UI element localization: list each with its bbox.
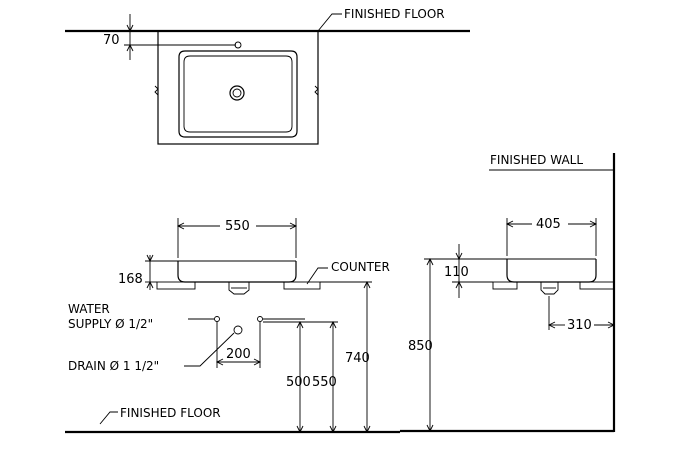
plan-drain-inner bbox=[232, 88, 242, 98]
finished-floor-top-label: FINISHED FLOOR bbox=[344, 7, 445, 21]
supply-point-left bbox=[214, 316, 220, 322]
finished-floor-bottom-leader bbox=[99, 411, 118, 425]
drain-label: DRAIN Ø 1 1/2" bbox=[68, 359, 159, 373]
plan-break-right bbox=[314, 85, 319, 96]
counter-label: COUNTER bbox=[331, 260, 390, 274]
dim-side-width: 405 bbox=[536, 217, 561, 232]
side-drain-waste bbox=[540, 282, 559, 295]
finished-floor-bottom-label: FINISHED FLOOR bbox=[120, 406, 221, 420]
water-supply-label-1: WATER bbox=[68, 302, 110, 316]
side-counter-left bbox=[492, 281, 518, 290]
dim-basin-width: 550 bbox=[225, 219, 250, 234]
side-basin-body bbox=[506, 259, 597, 283]
plan-break-left bbox=[154, 85, 159, 96]
dim-basin-height: 168 bbox=[118, 272, 143, 287]
water-supply-label-2: SUPPLY Ø 1/2" bbox=[68, 317, 153, 331]
dim-supply-height: 500 bbox=[286, 375, 311, 390]
front-counter-left bbox=[156, 281, 196, 290]
front-counter-right bbox=[283, 281, 321, 290]
plan-basin-inner bbox=[183, 55, 293, 133]
dim-overall-height: 850 bbox=[408, 339, 433, 354]
supply-point-right bbox=[257, 316, 263, 322]
plan-view: FINISHED FLOOR 70 bbox=[65, 7, 470, 145]
plan-counter-outline bbox=[157, 30, 319, 145]
dim-top-offset: 70 bbox=[103, 33, 120, 48]
finished-floor-top-leader bbox=[317, 13, 342, 32]
drain-point bbox=[233, 325, 243, 335]
side-counter-right bbox=[579, 281, 615, 290]
front-drain-waste bbox=[228, 282, 250, 295]
finished-wall-label: FINISHED WALL bbox=[490, 153, 583, 167]
side-elevation: FINISHED WALL 405 110 850 bbox=[400, 153, 616, 433]
front-basin-body bbox=[177, 261, 297, 283]
dim-supply-spacing: 200 bbox=[226, 347, 251, 362]
dim-counter-height: 740 bbox=[345, 351, 370, 366]
dim-wall-offset: 310 bbox=[567, 318, 592, 333]
plan-drain-outer bbox=[229, 85, 245, 101]
front-elevation: FINISHED FLOOR COUNTER 550 168 bbox=[65, 218, 400, 434]
plan-basin-outer bbox=[178, 50, 298, 138]
dim-side-height: 110 bbox=[444, 265, 469, 280]
dim-drain-height: 550 bbox=[312, 375, 337, 390]
